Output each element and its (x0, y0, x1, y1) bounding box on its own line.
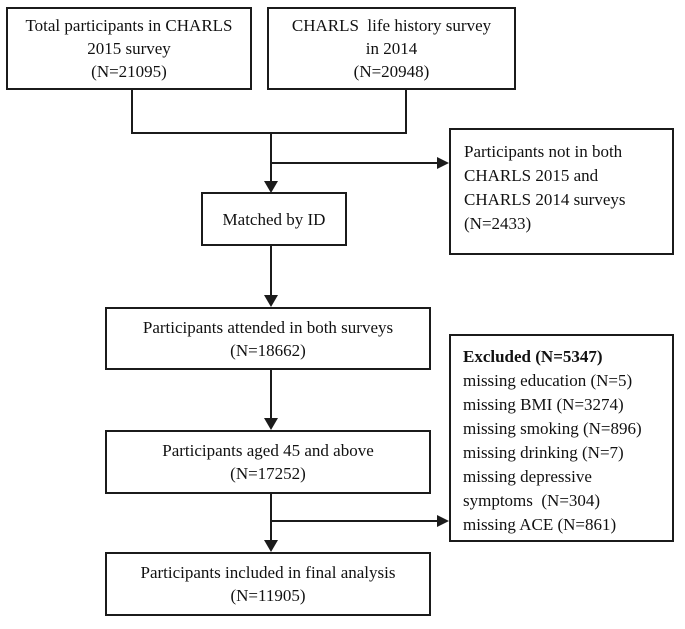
box-text-line: 2015 survey (87, 39, 171, 58)
flow-box-attended-both-surveys: Participants attended in both surveys (N… (105, 307, 431, 370)
excluded-item: missing education (N=5) (463, 371, 633, 390)
box-text-line: Participants attended in both surveys (142, 317, 394, 337)
arrowhead-right-icon (437, 515, 449, 527)
excluded-title: Excluded (N=5347) (463, 347, 603, 366)
excluded-item: missing ACE (N=861) (463, 515, 617, 534)
box-text-line: (N=17252) (230, 464, 306, 483)
flow-box-not-in-both-surveys: Participants not in both CHARLS 2015 and… (449, 128, 674, 255)
flow-box-matched-by-id: Matched by ID (201, 192, 347, 246)
connector-branch-not-in-both (271, 162, 438, 164)
box-text-line: (N=21095) (91, 62, 167, 81)
connector-join-to-matched (270, 132, 272, 183)
box-text-line: CHARLS life history survey (291, 16, 492, 35)
connector-attended-to-aged45 (270, 370, 272, 419)
box-text-line: Total participants in CHARLS (25, 16, 233, 35)
excluded-item: symptoms (N=304) (463, 491, 601, 510)
connector-2015-down (131, 88, 133, 134)
connector-aged45-to-final (270, 494, 272, 541)
flow-box-excluded: Excluded (N=5347) missing education (N=5… (449, 334, 674, 542)
box-text-line: Participants aged 45 and above (162, 441, 374, 460)
arrowhead-right-icon (437, 157, 449, 169)
flow-box-charls-2014-life-history: CHARLS life history survey in 2014 (N=20… (267, 7, 516, 90)
excluded-item: missing depressive (463, 467, 592, 486)
box-text-line: Participants included in final analysis (140, 563, 396, 582)
box-text-line: CHARLS 2014 surveys (464, 190, 626, 209)
box-text-line: (N=20948) (353, 62, 430, 81)
arrowhead-down-icon (264, 181, 278, 193)
box-text-line: Matched by ID (222, 209, 326, 229)
box-text-line: (N=2433) (464, 214, 532, 233)
arrowhead-down-icon (264, 540, 278, 552)
excluded-item: missing smoking (N=896) (463, 419, 642, 438)
connector-join-bar (131, 132, 407, 134)
connector-2014-down (405, 88, 407, 134)
box-text-line: (N=18662) (230, 340, 306, 360)
excluded-item: missing BMI (N=3274) (463, 395, 624, 414)
arrowhead-down-icon (264, 418, 278, 430)
arrowhead-down-icon (264, 295, 278, 307)
box-text-line: CHARLS 2015 and (464, 166, 599, 185)
connector-matched-to-attended (270, 246, 272, 296)
connector-branch-excluded (271, 520, 438, 522)
flow-box-aged-45-and-above: Participants aged 45 and above (N=17252) (105, 430, 431, 494)
box-text-line: in 2014 (365, 39, 418, 58)
box-text-line: Participants not in both (464, 142, 623, 161)
flow-box-final-analysis: Participants included in final analysis … (105, 552, 431, 616)
flow-box-charls-2015-total: Total participants in CHARLS 2015 survey… (6, 7, 252, 90)
box-text-line: (N=11905) (230, 586, 306, 605)
excluded-item: missing drinking (N=7) (463, 443, 624, 462)
